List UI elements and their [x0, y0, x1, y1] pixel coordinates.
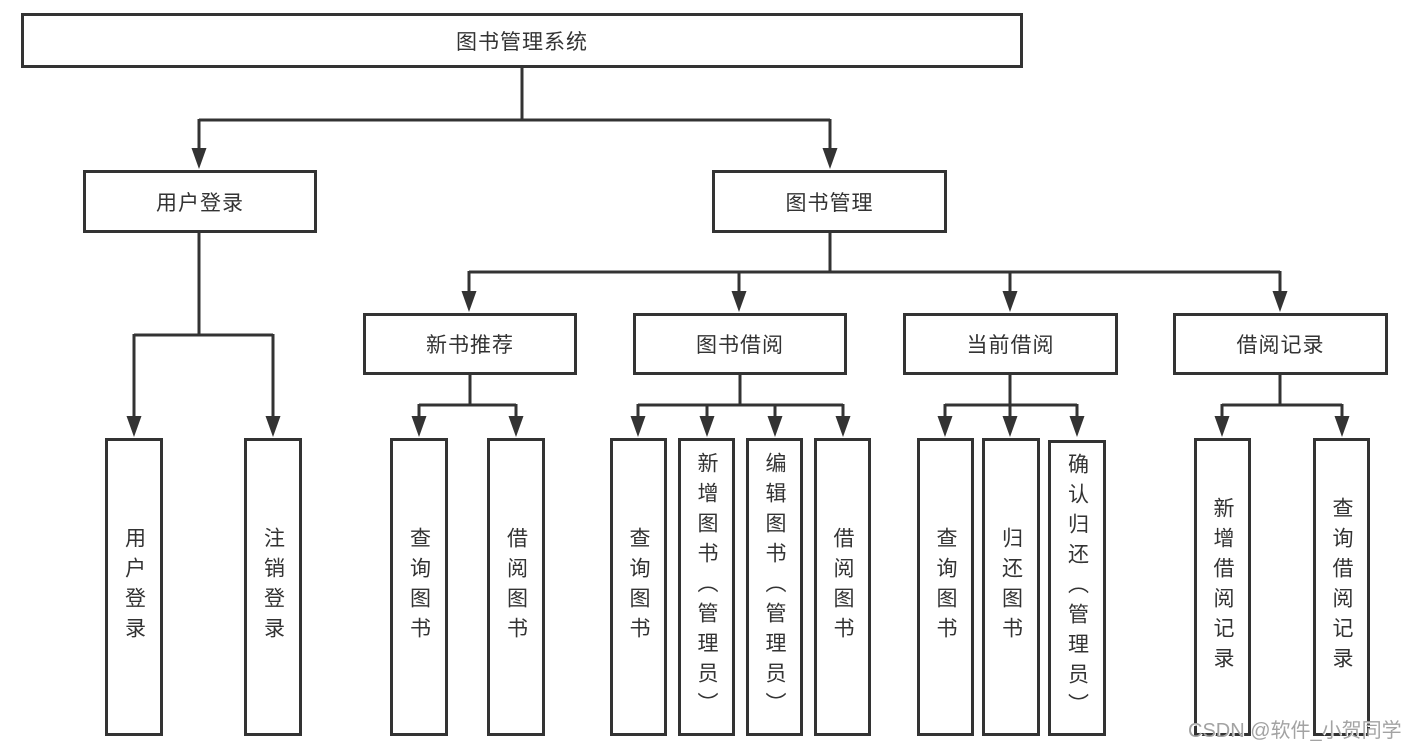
arrowhead [126, 416, 142, 437]
node-user-login: 用户登录 [83, 170, 317, 233]
arrowhead [835, 416, 851, 437]
node-book-management: 图书管理 [712, 170, 947, 233]
arrowhead [1002, 291, 1018, 312]
arrowhead [699, 416, 715, 437]
leaf-return-book: 归还图书 [982, 438, 1040, 736]
edge-borrowrecords-to-leaves [1220, 375, 1344, 420]
leaf-logout: 注销登录 [244, 438, 302, 736]
node-current-borrow: 当前借阅 [903, 313, 1118, 375]
node-root: 图书管理系统 [21, 13, 1023, 68]
edge-root-to-level2 [197, 68, 832, 152]
leaf-query-borrow-record: 查询借阅记录 [1313, 438, 1370, 736]
leaf-add-borrow-record: 新增借阅记录 [1194, 438, 1251, 736]
edge-bookborrow-to-leaves [636, 375, 845, 420]
leaf-edit-book-admin: 编辑图书（管理员） [746, 438, 803, 736]
arrowhead [767, 416, 783, 437]
arrowhead [461, 291, 477, 312]
node-new-book-recommend: 新书推荐 [363, 313, 577, 375]
edge-bookmgmt-to-level3 [467, 233, 1282, 295]
arrowhead [1334, 416, 1350, 437]
leaf-query-books-current: 查询图书 [917, 438, 974, 736]
csdn-watermark: CSDN @软件_小贺同学 [1188, 720, 1402, 742]
arrowhead [630, 416, 646, 437]
arrowhead [1002, 416, 1018, 437]
node-book-borrow: 图书借阅 [633, 313, 847, 375]
arrowhead [1069, 416, 1085, 437]
arrowhead [1272, 291, 1288, 312]
arrowhead [508, 416, 524, 437]
arrowhead [265, 416, 281, 437]
arrowhead [937, 416, 953, 437]
leaf-borrow-books-recommend: 借阅图书 [487, 438, 545, 736]
arrowhead [191, 148, 207, 169]
arrowhead [1214, 416, 1230, 437]
leaf-query-books-recommend: 查询图书 [390, 438, 448, 736]
arrowhead [731, 291, 747, 312]
leaf-query-books-borrow: 查询图书 [610, 438, 667, 736]
leaf-confirm-return-admin: 确认归还（管理员） [1048, 440, 1106, 736]
arrowhead [411, 416, 427, 437]
leaf-add-book-admin: 新增图书（管理员） [678, 438, 735, 736]
node-borrow-records: 借阅记录 [1173, 313, 1388, 375]
edge-userlogin-to-leaves [132, 233, 275, 420]
leaf-user-login: 用户登录 [105, 438, 163, 736]
edge-newbook-to-leaves [417, 375, 518, 420]
edge-currentborrow-to-leaves [943, 375, 1079, 420]
arrowhead [822, 148, 838, 169]
leaf-borrow-books: 借阅图书 [814, 438, 871, 736]
